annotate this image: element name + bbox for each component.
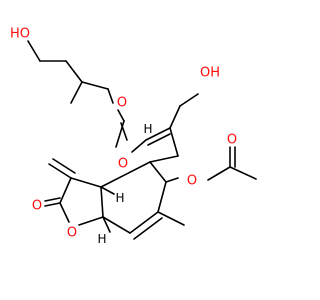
atom-label-o-acetate-carbonyl: O bbox=[227, 133, 237, 148]
bond bbox=[102, 216, 131, 234]
bond bbox=[44, 197, 61, 202]
bond bbox=[157, 181, 167, 213]
bond bbox=[59, 177, 72, 204]
bond bbox=[169, 127, 179, 157]
atom-label-o-lactone-carbonyl: O bbox=[32, 199, 42, 214]
bond bbox=[165, 177, 179, 183]
bond bbox=[59, 202, 70, 223]
bond bbox=[81, 81, 109, 90]
atom-label-o-acetate-link: O bbox=[187, 174, 197, 189]
bond bbox=[27, 40, 41, 62]
bond bbox=[229, 166, 257, 180]
bond bbox=[52, 158, 76, 174]
bond bbox=[48, 163, 72, 179]
bond bbox=[65, 60, 83, 83]
bond bbox=[157, 211, 185, 226]
bond bbox=[107, 88, 114, 104]
bond bbox=[100, 186, 104, 218]
bond bbox=[149, 155, 179, 163]
bond bbox=[207, 166, 231, 181]
bond bbox=[169, 105, 181, 129]
bond bbox=[115, 120, 125, 148]
bond bbox=[44, 202, 61, 207]
h-label-top-b: H bbox=[115, 191, 124, 205]
molecule-structure-diagram: HO O O OH O O O O H H H bbox=[9, 26, 257, 247]
bond bbox=[133, 217, 163, 240]
bond bbox=[129, 211, 159, 234]
h-label-top-a: H bbox=[143, 122, 152, 136]
bond bbox=[100, 161, 151, 188]
bond bbox=[179, 93, 199, 107]
bond bbox=[120, 122, 128, 141]
atom-label-oh-right: OH bbox=[200, 66, 220, 81]
atom-label-o-lactone-ring: O bbox=[67, 226, 77, 241]
bond-lines bbox=[27, 40, 257, 240]
bond bbox=[70, 81, 83, 104]
bond bbox=[149, 161, 167, 183]
atom-label-ho-top: HO bbox=[10, 27, 30, 42]
bond bbox=[100, 186, 115, 195]
bond bbox=[131, 139, 147, 153]
bond bbox=[102, 216, 111, 233]
atom-label-o-ester-link: O bbox=[118, 157, 128, 172]
bond bbox=[117, 109, 125, 122]
bond bbox=[78, 216, 104, 226]
bond bbox=[70, 177, 102, 188]
atom-label-o-ester-carbonyl: O bbox=[117, 96, 127, 111]
bond bbox=[147, 133, 171, 146]
atom-labels: HO O O OH O O O O H H H bbox=[10, 27, 237, 247]
bond bbox=[145, 127, 171, 141]
h-label-bottom: H bbox=[97, 232, 106, 246]
